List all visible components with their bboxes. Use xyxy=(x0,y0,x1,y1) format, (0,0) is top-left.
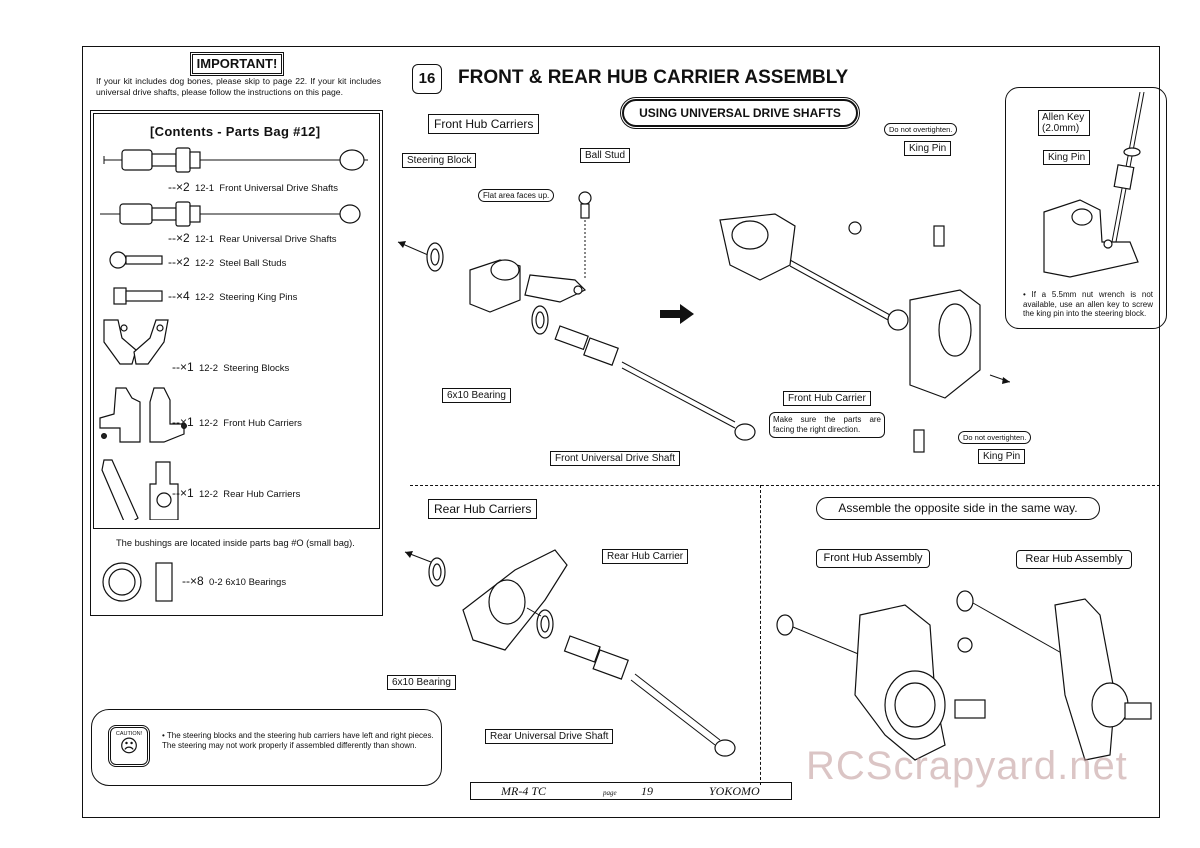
caution-text: • The steering blocks and the steering h… xyxy=(162,731,434,750)
step-subtitle: USING UNIVERSAL DRIVE SHAFTS xyxy=(620,97,860,129)
caution-icon: CAUTION! ☹ xyxy=(108,725,150,767)
section-divider xyxy=(410,485,1160,486)
front-hub-assembly-label: Front Hub Assembly xyxy=(816,549,930,568)
hub-carrier-icon xyxy=(99,387,187,443)
overtighten-label-2: Do not overtighten. xyxy=(958,431,1032,444)
footer-model: MR-4 TC xyxy=(501,784,546,798)
bushing-note: The bushings are located inside parts ba… xyxy=(116,538,355,548)
front-hub-carrier-label: Front Hub Carrier xyxy=(783,391,871,406)
list-item: --×2 12-2 Steel Ball Studs xyxy=(168,255,287,269)
front-section-label: Front Hub Carriers xyxy=(428,114,540,134)
rear-assembly-diagram xyxy=(404,549,736,757)
front-drive-shaft-icon xyxy=(103,147,216,173)
page-frame xyxy=(82,46,1160,818)
rear-drive-shaft-label: Rear Universal Drive Shaft xyxy=(485,729,614,744)
front-assembly-diagram xyxy=(397,191,1010,453)
allen-key-label: Allen Key (2.0mm) xyxy=(1038,110,1090,136)
important-text: If your kit includes dog bones, please s… xyxy=(96,76,381,97)
ball-stud-icon xyxy=(109,251,163,269)
caution-box xyxy=(91,709,442,786)
king-pin-icon xyxy=(113,287,163,305)
important-badge: IMPORTANT! xyxy=(190,52,284,76)
opposite-side-drawing xyxy=(776,590,1152,761)
footer-page-label: page xyxy=(603,789,617,797)
detail-note: • If a 5.5mm nut wrench is not available… xyxy=(1023,290,1153,318)
parts-bag-inner xyxy=(93,113,380,529)
list-item: --×1 12-2 Rear Hub Carriers xyxy=(172,486,301,500)
detail-king-pin-label: King Pin xyxy=(1043,150,1091,165)
list-item: --×2 12-1 Rear Universal Drive Shafts xyxy=(168,231,337,245)
step-number: 16 xyxy=(412,64,442,94)
flat-area-label: Flat area faces up. xyxy=(478,189,555,202)
steering-block-label: Steering Block xyxy=(402,153,477,168)
rear-hub-assembly-label: Rear Hub Assembly xyxy=(1016,550,1132,569)
ball-stud-label: Ball Stud xyxy=(580,148,631,163)
overtighten-label-1: Do not overtighten. xyxy=(884,123,958,136)
list-item: --×1 12-2 Front Hub Carriers xyxy=(172,415,302,429)
watermark: RCScrapyard.net xyxy=(806,744,1128,788)
list-item: --×4 12-2 Steering King Pins xyxy=(168,289,298,303)
rear-drive-shaft-icon xyxy=(100,201,201,227)
list-item: --×2 12-1 Front Universal Drive Shafts xyxy=(168,180,339,194)
rear-hub-carrier-icon xyxy=(101,459,179,520)
detail-inset xyxy=(1005,87,1167,329)
opposite-side-title: Assemble the opposite side in the same w… xyxy=(816,497,1100,520)
front-bearing-label: 6x10 Bearing xyxy=(442,388,511,403)
rear-section-label: Rear Hub Carriers xyxy=(428,499,538,519)
column-divider xyxy=(760,485,761,785)
footer-bar: MR-4 TC page 19 YOKOMO xyxy=(470,782,792,800)
steering-block-icon xyxy=(103,319,169,365)
footer-brand: YOKOMO xyxy=(709,784,760,798)
bearing-list-item: --×8 0-2 6x10 Bearings xyxy=(182,574,287,588)
front-shaft-tail-icon xyxy=(200,149,368,171)
allen-key-detail-drawing xyxy=(1043,92,1145,278)
parts-bag-panel xyxy=(90,110,383,616)
bearing-icon xyxy=(102,562,173,602)
step-title: FRONT & REAR HUB CARRIER ASSEMBLY xyxy=(458,67,849,88)
caution-icon-label: CAUTION! xyxy=(115,731,143,737)
parts-icons xyxy=(99,147,216,520)
footer-page-number: 19 xyxy=(641,784,653,798)
rear-hub-carrier-label: Rear Hub Carrier xyxy=(602,549,689,564)
rear-bearing-label: 6x10 Bearing xyxy=(387,675,456,690)
rear-shaft-tail-icon xyxy=(200,204,361,224)
direction-note: Make sure the parts are facing the right… xyxy=(769,412,885,438)
list-item: --×1 12-2 Steering Blocks xyxy=(172,360,290,374)
king-pin-label-2: King Pin xyxy=(978,449,1026,464)
parts-bag-title: [Contents - Parts Bag #12] xyxy=(150,124,321,139)
worried-face-icon: ☹ xyxy=(119,736,139,756)
king-pin-label-1: King Pin xyxy=(904,141,952,156)
front-drive-shaft-label: Front Universal Drive Shaft xyxy=(550,451,681,466)
